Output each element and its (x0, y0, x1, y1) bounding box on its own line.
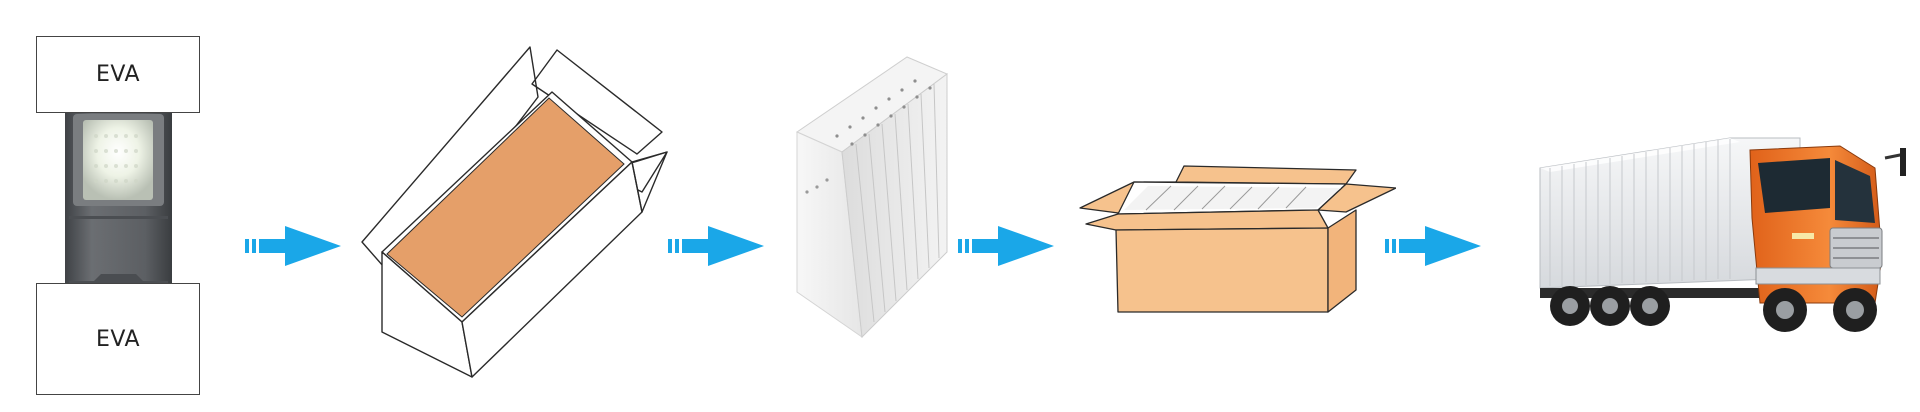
arrow-right-icon (668, 226, 764, 266)
step-eva-wrap: EVA EVA (36, 36, 200, 396)
inner-carton-open (361, 46, 668, 378)
delivery-truck (1539, 137, 1906, 332)
stacked-foam-boxes (795, 56, 948, 339)
arrow-right-icon (1385, 226, 1481, 266)
solar-street-light (65, 106, 172, 328)
eva-top-box: EVA (36, 36, 200, 113)
arrow-right-icon (245, 226, 341, 266)
outer-carton-packed (1079, 165, 1396, 313)
arrow-right-icon (958, 226, 1054, 266)
eva-bottom-box: EVA (36, 283, 200, 395)
